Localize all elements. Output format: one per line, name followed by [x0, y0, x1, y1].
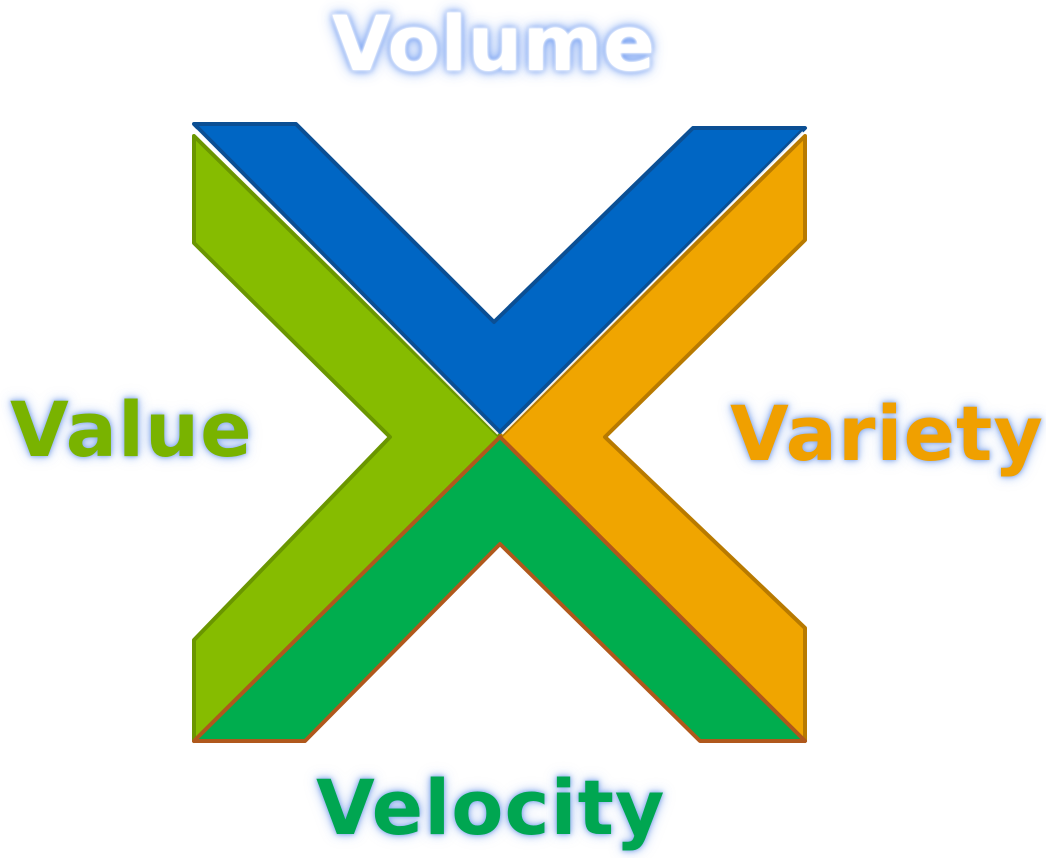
value-label: Value: [10, 385, 253, 474]
volume-label: Volume: [332, 0, 656, 88]
velocity-arm: [192, 435, 807, 743]
seam-top-right: [501, 131, 804, 435]
seam-top-left: [195, 129, 499, 435]
variety-label: Variety: [730, 389, 1044, 478]
velocity-label: Velocity: [316, 763, 666, 852]
volume-arm: [192, 122, 807, 434]
